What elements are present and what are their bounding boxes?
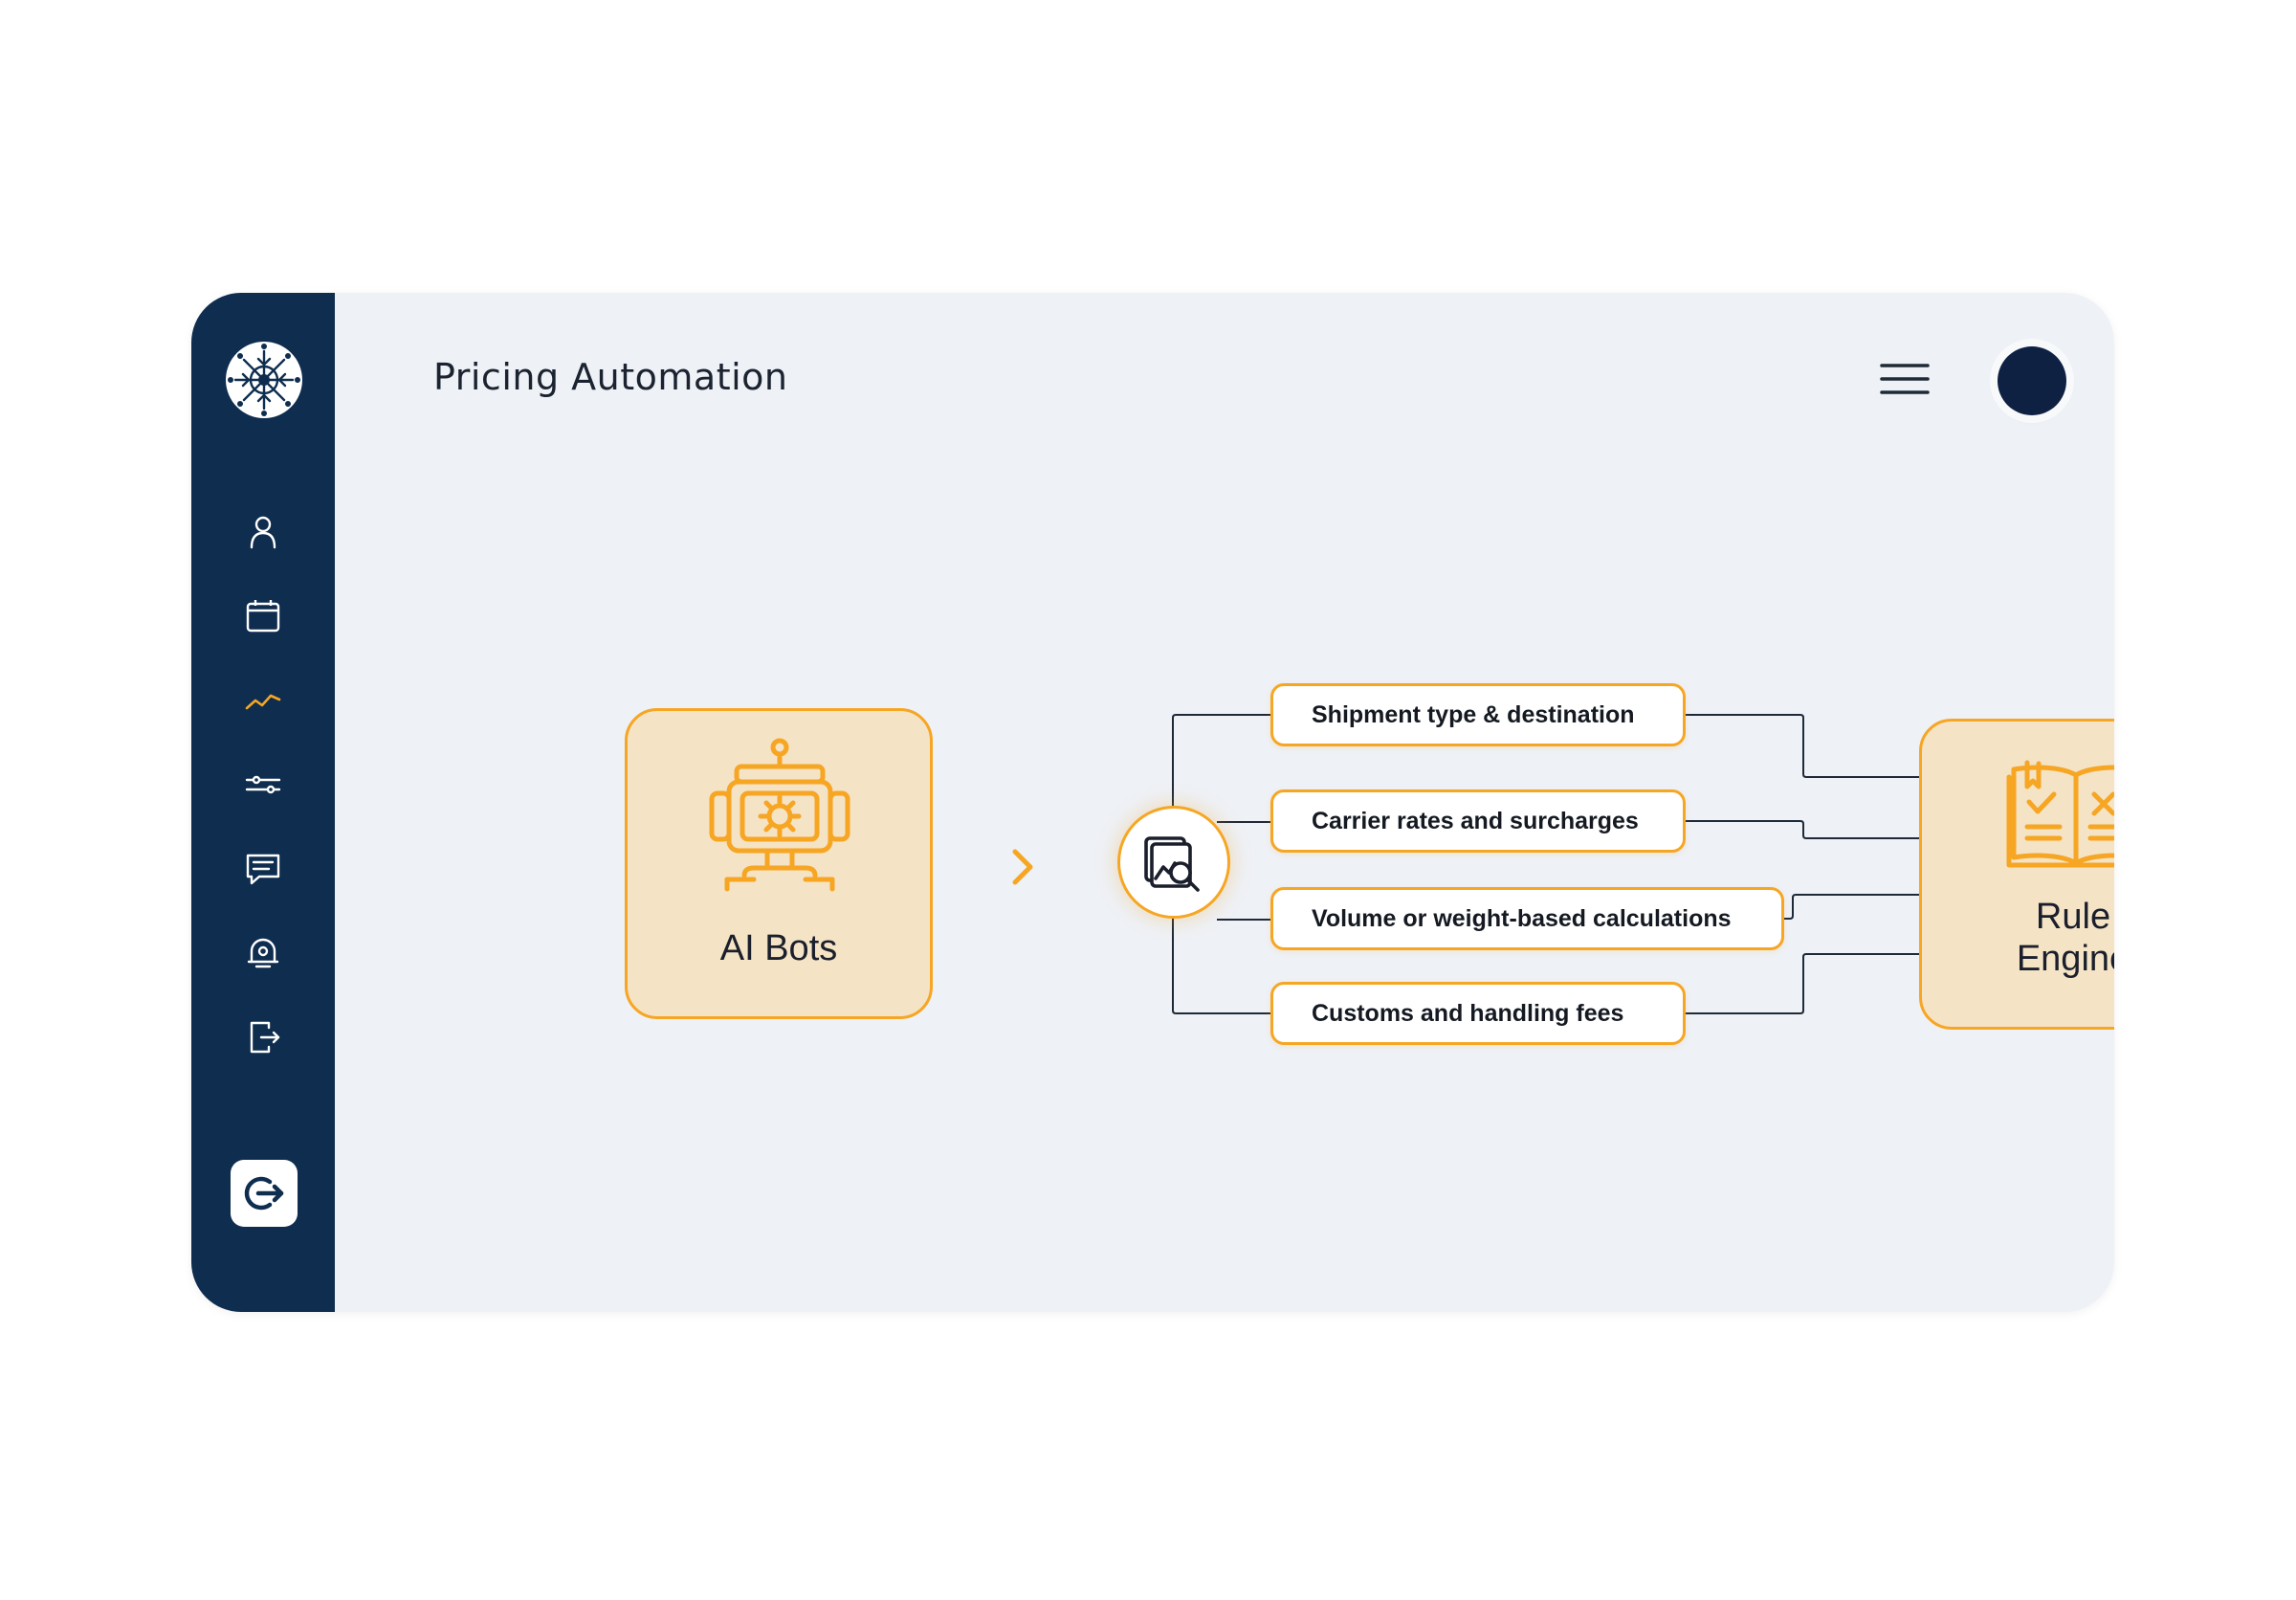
sidebar xyxy=(191,293,335,1312)
main-content: Pricing Automation xyxy=(335,293,2114,1312)
hamburger-menu-icon[interactable] xyxy=(1880,358,1930,400)
factor-pill[interactable]: Shipment type & destination xyxy=(1270,683,1686,746)
rule-engine-label-line2: Engine xyxy=(2016,939,2114,979)
processing-hub[interactable] xyxy=(1117,806,1230,919)
logout-icon xyxy=(244,1176,284,1211)
app-window: Pricing Automation xyxy=(191,293,2114,1312)
ai-bots-label: AI Bots xyxy=(719,928,838,968)
rule-book-icon xyxy=(2006,760,2114,868)
factor-label: Customs and handling fees xyxy=(1312,999,1624,1027)
factor-label: Shipment type & destination xyxy=(1312,700,1635,728)
chevron-right-icon xyxy=(1009,846,1038,888)
factor-pill[interactable]: Carrier rates and surcharges xyxy=(1270,789,1686,853)
alarm-bell-icon[interactable] xyxy=(244,934,282,972)
ai-bots-card[interactable]: AI Bots xyxy=(625,708,933,1019)
trend-line-icon[interactable] xyxy=(244,681,282,720)
exit-door-icon[interactable] xyxy=(244,1018,282,1056)
user-icon[interactable] xyxy=(244,513,282,551)
rule-engine-card[interactable]: Rule Engine xyxy=(1919,719,2114,1030)
factor-label: Carrier rates and surcharges xyxy=(1312,807,1639,834)
snowflake-gear-logo[interactable] xyxy=(223,339,305,421)
calendar-icon[interactable] xyxy=(244,597,282,635)
document-search-icon xyxy=(1144,836,1200,892)
flow-connectors xyxy=(1172,714,1919,1014)
logout-button[interactable] xyxy=(231,1160,298,1227)
sliders-icon[interactable] xyxy=(244,766,282,804)
factor-label: Volume or weight-based calculations xyxy=(1312,904,1732,932)
factor-pill[interactable]: Customs and handling fees xyxy=(1270,982,1686,1045)
page-title: Pricing Automation xyxy=(433,356,788,398)
robot-gear-icon xyxy=(709,738,850,892)
chat-icon[interactable] xyxy=(244,850,282,888)
user-avatar[interactable] xyxy=(1998,346,2066,415)
rule-engine-label-line1: Rule xyxy=(2035,897,2111,937)
factor-pill[interactable]: Volume or weight-based calculations xyxy=(1270,887,1784,950)
